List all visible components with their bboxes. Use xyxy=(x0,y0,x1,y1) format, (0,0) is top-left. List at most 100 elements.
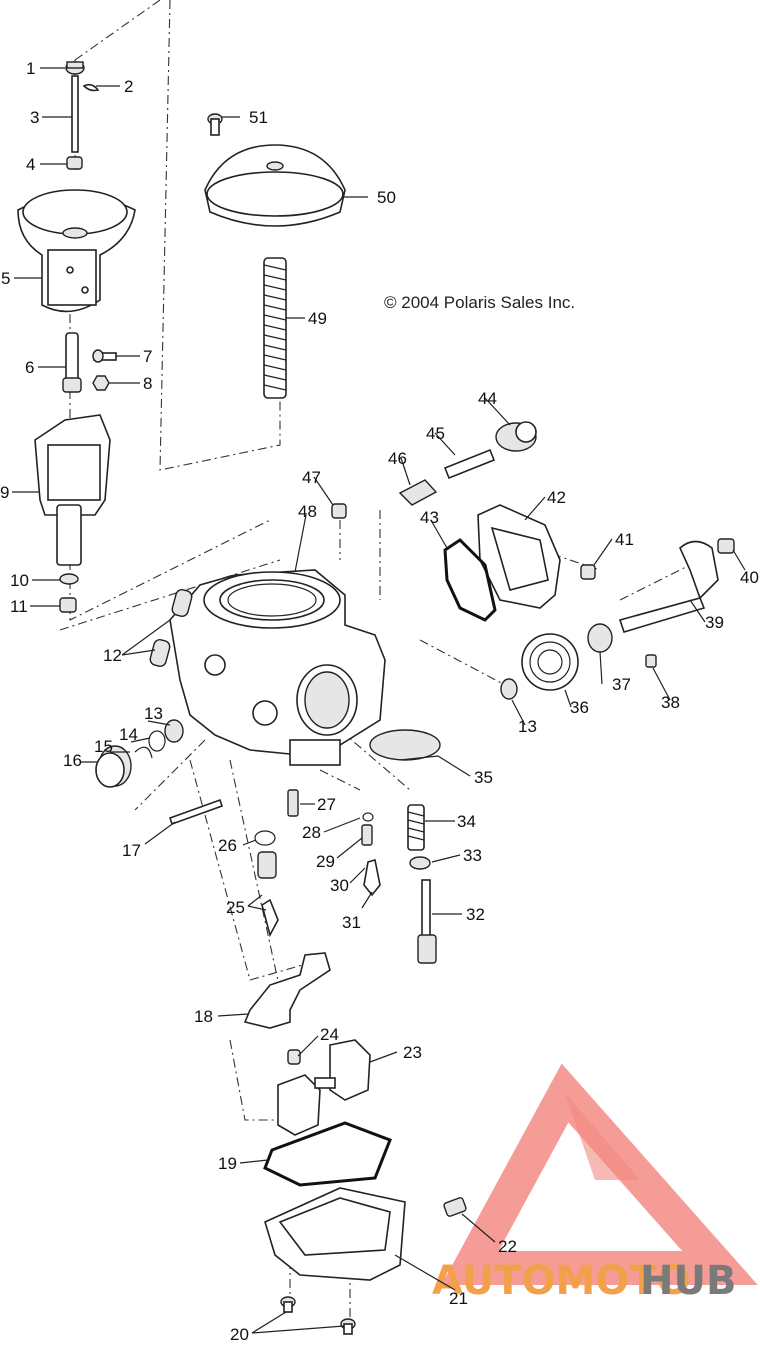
callout-13-left: 13 xyxy=(144,704,163,723)
part-47-plug xyxy=(331,503,347,519)
part-11-jet xyxy=(59,597,77,613)
callout-labels: 1 2 3 4 5 6 7 8 9 10 11 12 13 14 15 16 1… xyxy=(0,59,759,1344)
watermark-text-main: AUTOMOTO xyxy=(432,1258,691,1304)
part-20-screw-b xyxy=(340,1318,356,1335)
callout-44: 44 xyxy=(478,389,497,408)
part-35-plate xyxy=(369,729,441,761)
part-43-gasket xyxy=(443,538,497,622)
callout-10: 10 xyxy=(10,571,29,590)
part-1-cap xyxy=(65,61,85,75)
callout-26: 26 xyxy=(218,836,237,855)
part-19-gasket xyxy=(263,1121,392,1187)
callout-23: 23 xyxy=(403,1043,422,1062)
callout-3: 3 xyxy=(30,108,39,127)
part-50-top-cover xyxy=(204,144,346,227)
callout-51: 51 xyxy=(249,108,268,127)
part-29-jet xyxy=(361,824,373,846)
part-37-bushing xyxy=(587,623,613,653)
callout-19: 19 xyxy=(218,1154,237,1173)
part-30-31-screw xyxy=(363,858,381,897)
callout-24: 24 xyxy=(320,1025,339,1044)
callout-22: 22 xyxy=(498,1237,517,1256)
part-13-washer-left xyxy=(164,719,184,743)
part-28-oring xyxy=(362,812,374,822)
callout-40: 40 xyxy=(740,568,759,587)
callout-31: 31 xyxy=(342,913,361,932)
part-34-spring xyxy=(407,804,425,851)
part-2-clip xyxy=(82,83,100,92)
callout-17: 17 xyxy=(122,841,141,860)
callout-4: 4 xyxy=(26,155,35,174)
callout-11: 11 xyxy=(10,597,28,616)
part-5-diaphragm-slide xyxy=(17,189,136,313)
part-38-screw xyxy=(645,654,657,668)
callout-35: 35 xyxy=(474,768,493,787)
callout-12: 12 xyxy=(103,646,122,665)
callout-27: 27 xyxy=(317,795,336,814)
part-8-washer xyxy=(92,375,110,391)
part-22-screw xyxy=(443,1197,467,1217)
part-7-screw xyxy=(92,349,117,363)
callout-32: 32 xyxy=(466,905,485,924)
callout-20: 20 xyxy=(230,1325,249,1344)
callout-46: 46 xyxy=(388,449,407,468)
callout-2: 2 xyxy=(124,77,133,96)
part-33-washer xyxy=(409,856,431,870)
part-12-caps xyxy=(149,589,193,667)
callout-39: 39 xyxy=(705,613,724,632)
part-49-spring xyxy=(263,257,287,399)
part-40-cap xyxy=(717,538,735,554)
callout-38: 38 xyxy=(661,693,680,712)
callout-16: 16 xyxy=(63,751,82,770)
callout-49: 49 xyxy=(308,309,327,328)
part-44-cap xyxy=(495,421,537,452)
callout-6: 6 xyxy=(25,358,34,377)
part-17-pin xyxy=(168,798,224,826)
callout-36: 36 xyxy=(570,698,589,717)
part-23-float xyxy=(277,1039,371,1136)
callout-15: 15 xyxy=(94,737,113,756)
callout-50: 50 xyxy=(377,188,396,207)
callout-18: 18 xyxy=(194,1007,213,1026)
part-20-screw-a xyxy=(280,1296,296,1313)
part-27-jet xyxy=(287,789,299,817)
part-4-spacer xyxy=(66,156,83,170)
part-24-screw xyxy=(287,1049,301,1065)
callout-29: 29 xyxy=(316,852,335,871)
part-42-cover xyxy=(477,504,561,609)
callout-28: 28 xyxy=(302,823,321,842)
callout-48: 48 xyxy=(298,502,317,521)
part-46-valve xyxy=(398,479,438,506)
callout-7: 7 xyxy=(143,347,152,366)
callout-25: 25 xyxy=(226,898,245,917)
callout-37: 37 xyxy=(612,675,631,694)
callout-8: 8 xyxy=(143,374,152,393)
part-6-screw xyxy=(62,332,82,393)
carburetor-main-body xyxy=(169,569,386,766)
part-48-oring xyxy=(227,583,317,617)
part-21-float-bowl xyxy=(264,1187,406,1281)
callout-1: 1 xyxy=(26,59,35,78)
callout-33: 33 xyxy=(463,846,482,865)
part-32-screw xyxy=(417,879,437,964)
part-45-spring xyxy=(443,448,496,480)
callout-14: 14 xyxy=(119,725,138,744)
part-13-washer-right xyxy=(500,678,518,700)
callout-45: 45 xyxy=(426,424,445,443)
part-16-cap xyxy=(95,745,132,788)
part-39-shaft xyxy=(618,540,719,633)
callout-5: 5 xyxy=(1,269,10,288)
callout-30: 30 xyxy=(330,876,349,895)
part-26-oring xyxy=(254,830,276,846)
watermark-logo: AUTOMOTO HUB xyxy=(432,1063,758,1304)
part-15-clip xyxy=(134,746,153,759)
callout-41: 41 xyxy=(615,530,634,549)
callout-47: 47 xyxy=(302,468,321,487)
part-9-slide-body xyxy=(34,414,111,566)
leader-lines xyxy=(12,67,746,1334)
copyright-text: © 2004 Polaris Sales Inc. xyxy=(384,293,575,312)
part-51-screw xyxy=(207,113,223,136)
callout-13-right: 13 xyxy=(518,717,537,736)
callout-21: 21 xyxy=(449,1289,468,1308)
